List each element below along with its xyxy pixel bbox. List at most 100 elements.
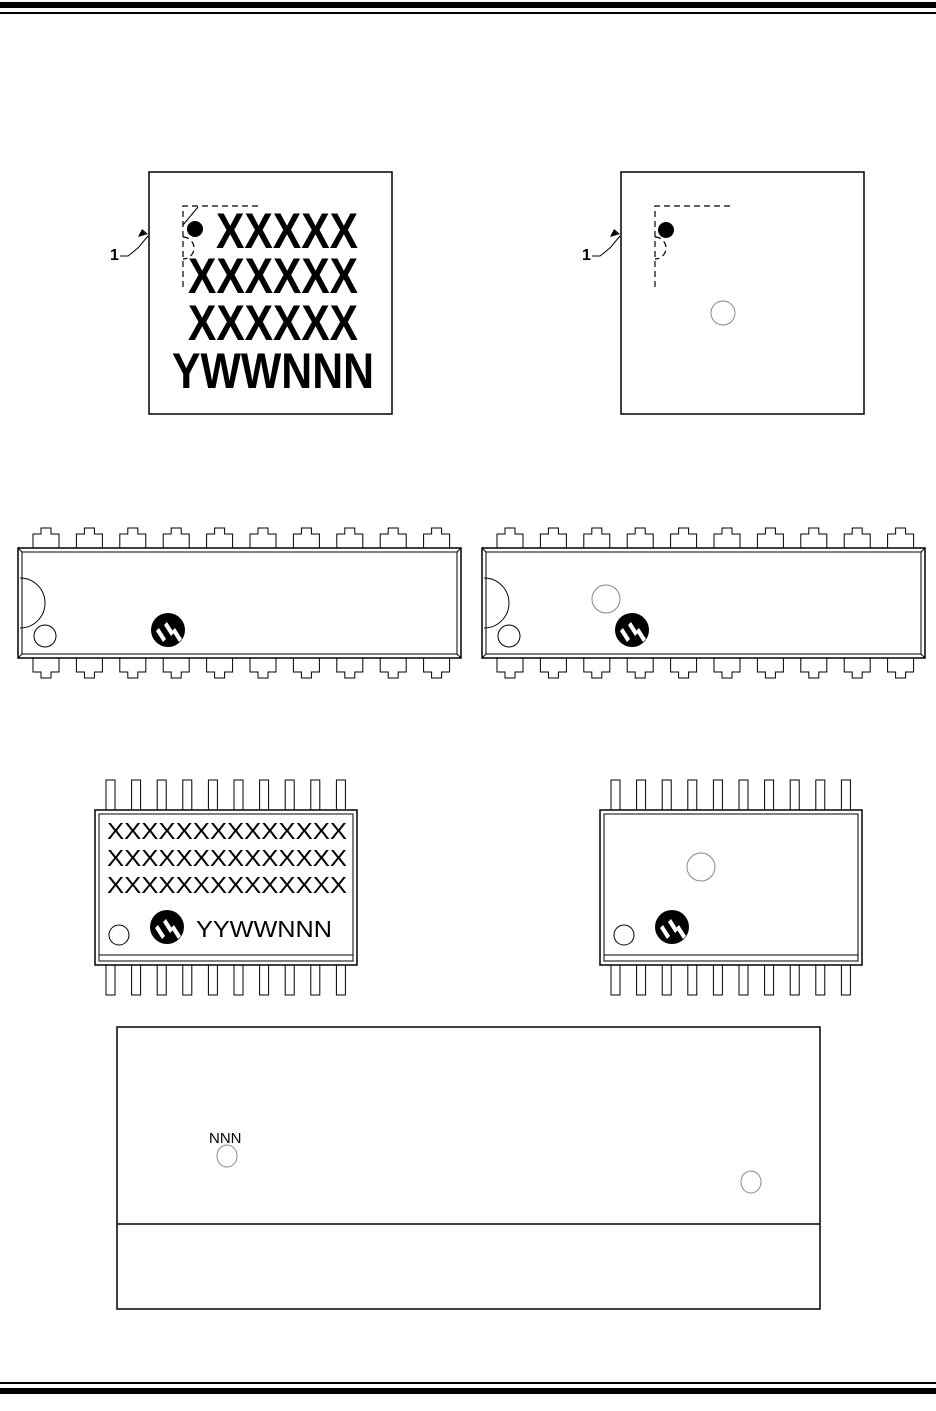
pin: [284, 964, 295, 996]
pin: [756, 658, 784, 679]
circle-symbol-icon: [216, 1144, 238, 1168]
pin: [259, 964, 270, 996]
pin: [789, 779, 800, 811]
pin: [670, 658, 698, 679]
pin: [335, 779, 346, 811]
pin: [789, 964, 800, 996]
pin: [610, 964, 621, 996]
pin: [539, 527, 567, 548]
pin: [156, 964, 167, 996]
pin: [815, 779, 826, 811]
pin: [119, 527, 147, 548]
circle-symbol-icon: [686, 852, 716, 882]
pin: [182, 779, 193, 811]
pin: [310, 964, 321, 996]
header-rule-thick: [0, 2, 936, 8]
pin: [207, 964, 218, 996]
legend-nnn-label: NNN: [209, 1130, 242, 1147]
marking-line-4: YWWNNN: [172, 343, 374, 399]
pin: [292, 527, 320, 548]
pin: [162, 527, 190, 548]
pin: [32, 527, 60, 548]
pin1-dot-icon: [187, 221, 203, 237]
pin: [583, 658, 611, 679]
pin: [661, 964, 672, 996]
pin: [336, 658, 364, 679]
pin: [713, 527, 741, 548]
pin1-circle-icon: [497, 624, 521, 648]
pin: [800, 527, 828, 548]
pin: [539, 658, 567, 679]
pin: [712, 964, 723, 996]
pin: [764, 779, 775, 811]
pin: [687, 779, 698, 811]
pin: [119, 658, 147, 679]
pin: [249, 527, 277, 548]
pin: [292, 658, 320, 679]
pin: [738, 964, 749, 996]
pin: [233, 964, 244, 996]
pin: [335, 964, 346, 996]
pin: [713, 658, 741, 679]
circle-symbol-icon: [591, 584, 621, 614]
soic-package-example: [599, 779, 863, 996]
pin: [131, 779, 142, 811]
pin: [800, 658, 828, 679]
pin1-label: 1: [110, 247, 119, 264]
pin: [156, 779, 167, 811]
marking-line-1: XXXXX: [216, 203, 358, 259]
pin1-arrow-icon: [120, 235, 149, 257]
soic-line-1: XXXXXXXXXXXXXX: [107, 818, 347, 844]
pin: [310, 779, 321, 811]
pin: [284, 779, 295, 811]
pin: [32, 658, 60, 679]
notch-icon: [483, 577, 510, 629]
pin: [423, 527, 451, 548]
pin: [496, 527, 524, 548]
pin: [843, 527, 871, 548]
notch-icon: [19, 577, 46, 629]
pin: [583, 527, 611, 548]
pin: [887, 527, 915, 548]
pin: [636, 964, 647, 996]
pin: [670, 527, 698, 548]
pin: [815, 964, 826, 996]
footer-rule-thick: [0, 1388, 936, 1394]
pin: [610, 779, 621, 811]
pin: [843, 658, 871, 679]
microchip-logo-icon: [150, 910, 184, 944]
circle-symbol-icon: [740, 1170, 762, 1194]
pin: [379, 658, 407, 679]
pin: [840, 779, 851, 811]
pin: [687, 964, 698, 996]
pin: [207, 779, 218, 811]
pin: [379, 527, 407, 548]
pin: [626, 527, 654, 548]
circle-symbol-icon: [710, 300, 736, 326]
pin1-circle-icon: [108, 924, 130, 946]
pin: [206, 527, 234, 548]
pin: [131, 964, 142, 996]
pin: [249, 658, 277, 679]
qfn-example-package: 1: [582, 171, 865, 415]
microchip-logo-icon: [151, 613, 185, 647]
pin: [162, 658, 190, 679]
pin: [206, 658, 234, 679]
pin: [259, 779, 270, 811]
microchip-logo-icon: [655, 910, 689, 944]
pin: [636, 779, 647, 811]
pin: [712, 779, 723, 811]
dip-package-right: [481, 527, 926, 679]
soic-line-3: XXXXXXXXXXXXXX: [107, 872, 347, 898]
pin: [182, 964, 193, 996]
pin: [75, 658, 103, 679]
pin: [75, 527, 103, 548]
pin: [336, 527, 364, 548]
pin: [496, 658, 524, 679]
pin: [233, 779, 244, 811]
pin: [764, 964, 775, 996]
pin: [661, 779, 672, 811]
pin: [840, 964, 851, 996]
pin: [423, 658, 451, 679]
